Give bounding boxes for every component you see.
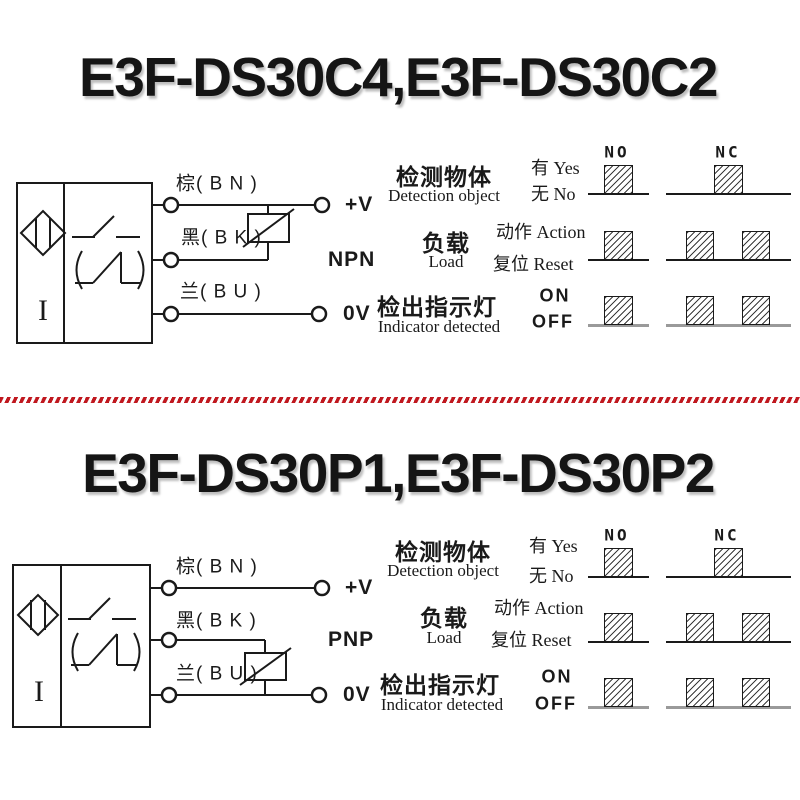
waveform-pulse [742, 678, 770, 707]
waveform-baseline [588, 576, 649, 578]
waveform-pulse [742, 296, 770, 325]
waveform-pulse [604, 231, 633, 260]
waveform-baseline [588, 193, 649, 195]
row-label-en: Load [426, 628, 462, 647]
waveform-pulse [686, 231, 714, 260]
waveform-baseline [666, 641, 791, 643]
section-title: E3F-DS30C4,E3F-DS30C2 [79, 46, 718, 108]
waveform-baseline [666, 324, 791, 327]
state-high-label: 动作 Action [494, 598, 584, 618]
row-label-en: Indicator detected [377, 317, 501, 336]
output-type-label: PNP [328, 628, 375, 651]
waveform-baseline [666, 193, 791, 195]
row-label-zh: 检测物体 [395, 539, 491, 565]
row-label-zh: 检测物体 [396, 164, 492, 190]
waveform-baseline [666, 576, 791, 578]
wire-label-black: 黑( B K ) [176, 610, 257, 632]
waveform-pulse [604, 613, 633, 642]
wire-label-blue: 兰( B U ) [176, 663, 258, 685]
state-low-label: 无 No [529, 566, 574, 586]
section-title: E3F-DS30P1,E3F-DS30P2 [82, 442, 715, 504]
state-high-label: ON [539, 285, 571, 306]
terminal-plus-v: +V [345, 193, 374, 216]
state-high-label: 有 Yes [531, 158, 580, 178]
state-high-label: 动作 Action [496, 222, 586, 242]
output-type-label: NPN [328, 248, 376, 271]
state-high-label: 有 Yes [529, 536, 578, 556]
column-header-nc: NC [715, 142, 741, 162]
row-label-en: Indicator detected [380, 695, 504, 714]
waveform-pulse [714, 548, 743, 577]
state-low-label: 复位 Reset [491, 630, 572, 650]
red-divider [0, 397, 800, 403]
row-label-en: Load [428, 252, 464, 271]
state-low-label: OFF [532, 311, 574, 332]
row-label-zh: 检出指示灯 [380, 672, 500, 698]
state-low-label: 复位 Reset [493, 254, 574, 274]
row-label-zh: 负载 [422, 230, 470, 256]
waveform-pulse [686, 613, 714, 642]
waveform-pulse [742, 613, 770, 642]
state-low-label: OFF [535, 693, 577, 714]
waveform-pulse [714, 165, 743, 194]
waveform-baseline [588, 324, 649, 327]
wire-label-blue: 兰( B U ) [180, 281, 262, 303]
waveform-pulse [604, 296, 633, 325]
row-label-zh: 负载 [420, 605, 468, 631]
column-header-no: NO [604, 525, 630, 545]
wire-label-brown: 棕( B N ) [176, 173, 258, 195]
row-label-en: Detection object [388, 186, 500, 205]
row-label-zh: 检出指示灯 [377, 294, 497, 320]
waveform-pulse [604, 678, 633, 707]
wire-label-black: 黑( B K ) [181, 227, 262, 249]
row-label-en: Detection object [387, 561, 499, 580]
waveform-pulse [604, 165, 633, 194]
waveform-pulse [604, 548, 633, 577]
sensor-head-mark: I [34, 675, 44, 708]
waveform-pulse [686, 678, 714, 707]
waveform-pulse [742, 231, 770, 260]
waveform-baseline [666, 259, 791, 261]
state-low-label: 无 No [531, 184, 576, 204]
column-header-nc: NC [714, 525, 740, 545]
terminal-plus-v: +V [345, 576, 374, 599]
state-high-label: ON [541, 666, 573, 687]
waveform-pulse [686, 296, 714, 325]
waveform-baseline [588, 259, 649, 261]
waveform-baseline [588, 706, 649, 709]
wire-label-brown: 棕( B N ) [176, 556, 258, 578]
waveform-baseline [666, 706, 791, 709]
sensor-head-mark: I [38, 294, 48, 327]
terminal-zero-v: 0V [343, 302, 371, 325]
waveform-baseline [588, 641, 649, 643]
column-header-no: NO [604, 142, 630, 162]
terminal-zero-v: 0V [343, 683, 371, 706]
